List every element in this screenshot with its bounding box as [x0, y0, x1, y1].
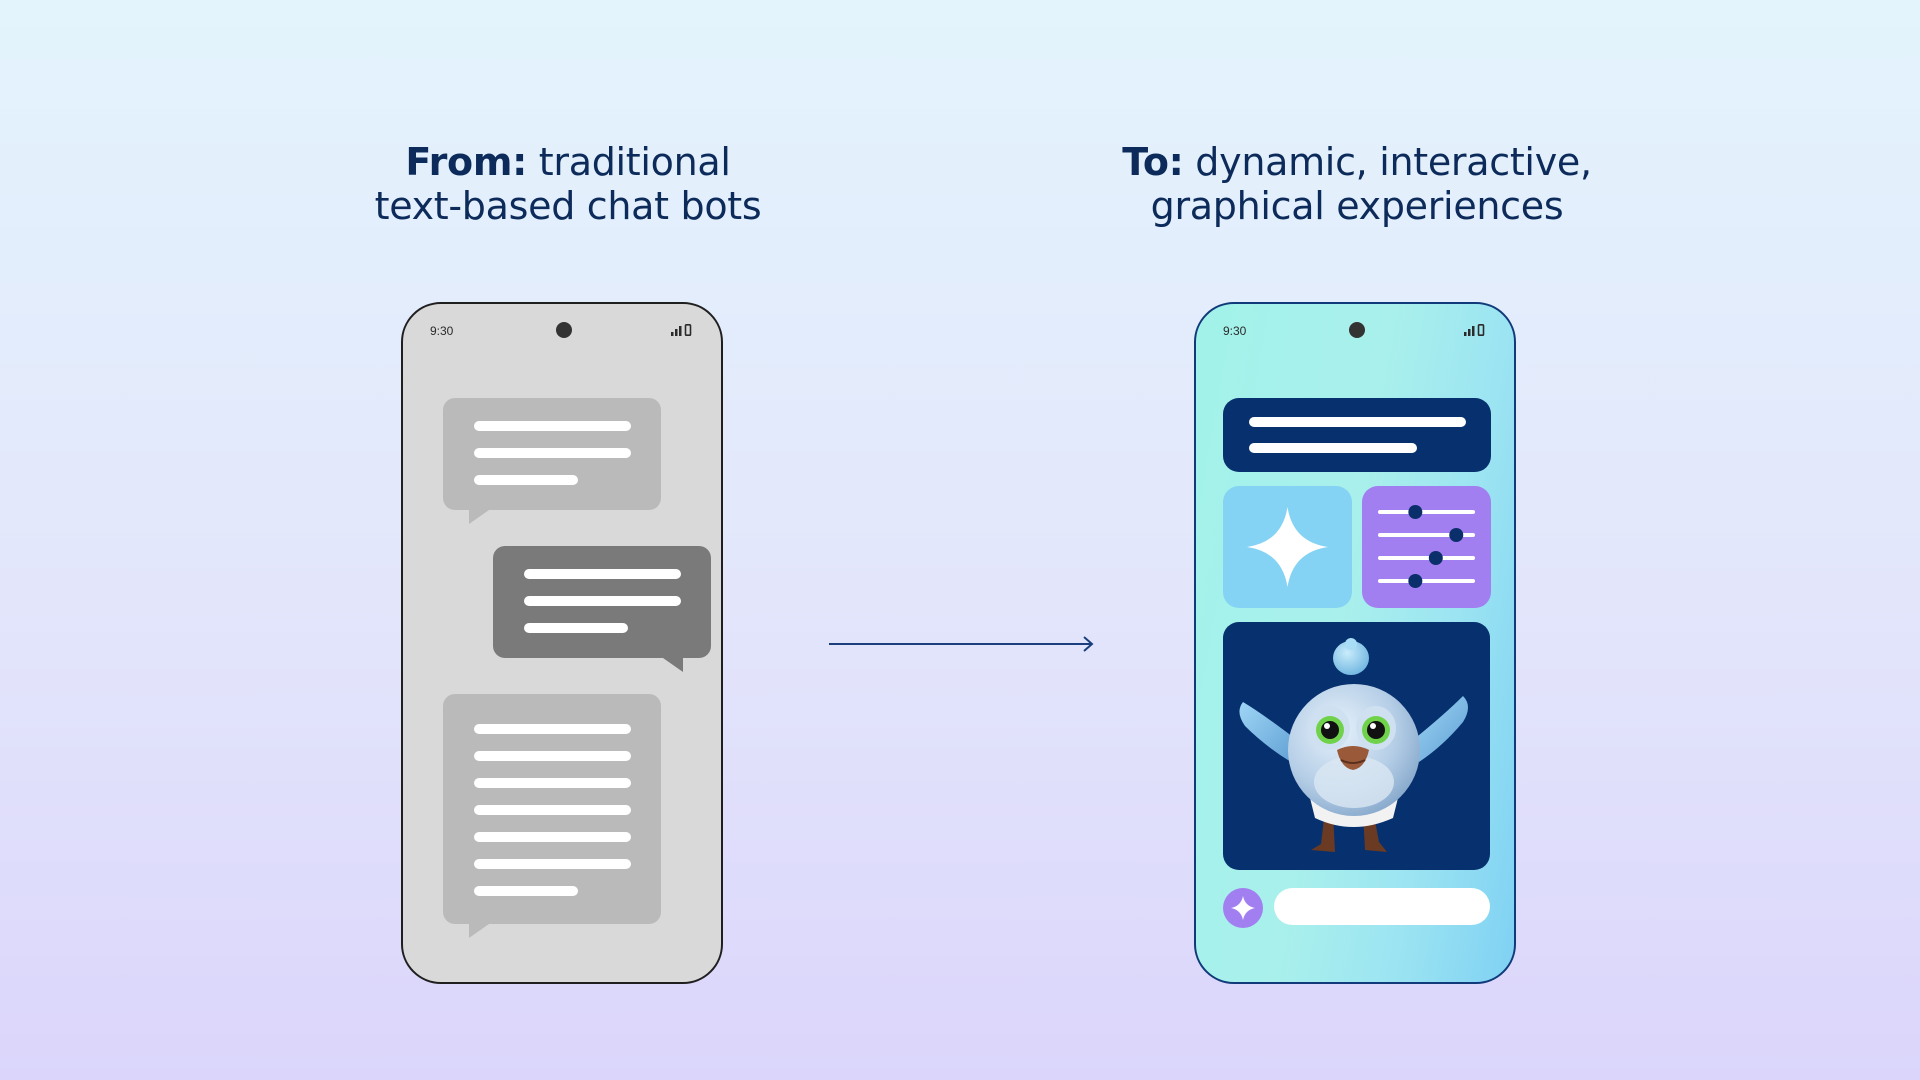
- text-line: [474, 832, 631, 842]
- from-heading-line-1: From: traditional: [258, 140, 878, 184]
- from-heading-text: traditional: [527, 140, 731, 184]
- slider-knob[interactable]: [1428, 551, 1443, 565]
- slider-knob[interactable]: [1408, 574, 1423, 588]
- to-heading-line-1: To: dynamic, interactive,: [1047, 140, 1667, 184]
- from-heading-line-2: text-based chat bots: [374, 184, 762, 228]
- from-label: From:: [405, 140, 528, 184]
- bubble-tail: [469, 924, 489, 938]
- bubble-tail: [469, 510, 489, 524]
- camera-notch: [556, 322, 572, 338]
- status-time: 9:30: [1223, 324, 1247, 338]
- status-time: 9:30: [430, 324, 454, 338]
- signal-battery-icon: [671, 324, 692, 336]
- text-line: [1249, 417, 1466, 427]
- text-line: [474, 886, 578, 896]
- from-heading: From: traditional text-based chat bots: [258, 140, 878, 228]
- sparkle-icon: [1231, 896, 1255, 920]
- text-line: [474, 421, 631, 431]
- text-line: [524, 596, 681, 606]
- text-line: [474, 475, 578, 485]
- bubble-tail: [663, 658, 683, 672]
- sparkle-card[interactable]: [1223, 486, 1352, 608]
- arrow-right-icon: [829, 636, 1094, 652]
- assistant-sparkle-button[interactable]: [1223, 888, 1263, 928]
- graphical-experience-phone: 9:30: [1194, 302, 1516, 984]
- text-line: [1249, 443, 1417, 453]
- slider-knob[interactable]: [1408, 505, 1423, 519]
- to-label: To:: [1122, 140, 1184, 184]
- signal-battery-icon: [1464, 324, 1485, 336]
- camera-notch: [1349, 322, 1365, 338]
- text-line: [474, 448, 631, 458]
- header-card[interactable]: [1223, 398, 1491, 472]
- text-line: [474, 859, 631, 869]
- sparkle-icon: [1247, 507, 1328, 587]
- text-line: [474, 724, 631, 734]
- to-heading-line-2: graphical experiences: [1150, 184, 1564, 228]
- text-line: [524, 569, 681, 579]
- to-heading: To: dynamic, interactive, graphical expe…: [1047, 140, 1667, 228]
- mascot-card[interactable]: [1223, 622, 1490, 870]
- chat-bubble-received: [443, 398, 661, 524]
- chat-bubble-received-long: [443, 694, 661, 938]
- to-heading-text: dynamic, interactive,: [1183, 140, 1592, 184]
- bird-mascot: [1239, 638, 1468, 852]
- text-line: [474, 805, 631, 815]
- text-line: [474, 751, 631, 761]
- slider-knob[interactable]: [1449, 528, 1464, 542]
- prompt-input[interactable]: [1274, 888, 1490, 925]
- chat-bubble-sent: [493, 546, 711, 672]
- traditional-chat-phone: 9:30: [401, 302, 723, 984]
- sliders-icon: [1378, 505, 1475, 588]
- sliders-card[interactable]: [1362, 486, 1491, 608]
- text-line: [524, 623, 628, 633]
- text-line: [474, 778, 631, 788]
